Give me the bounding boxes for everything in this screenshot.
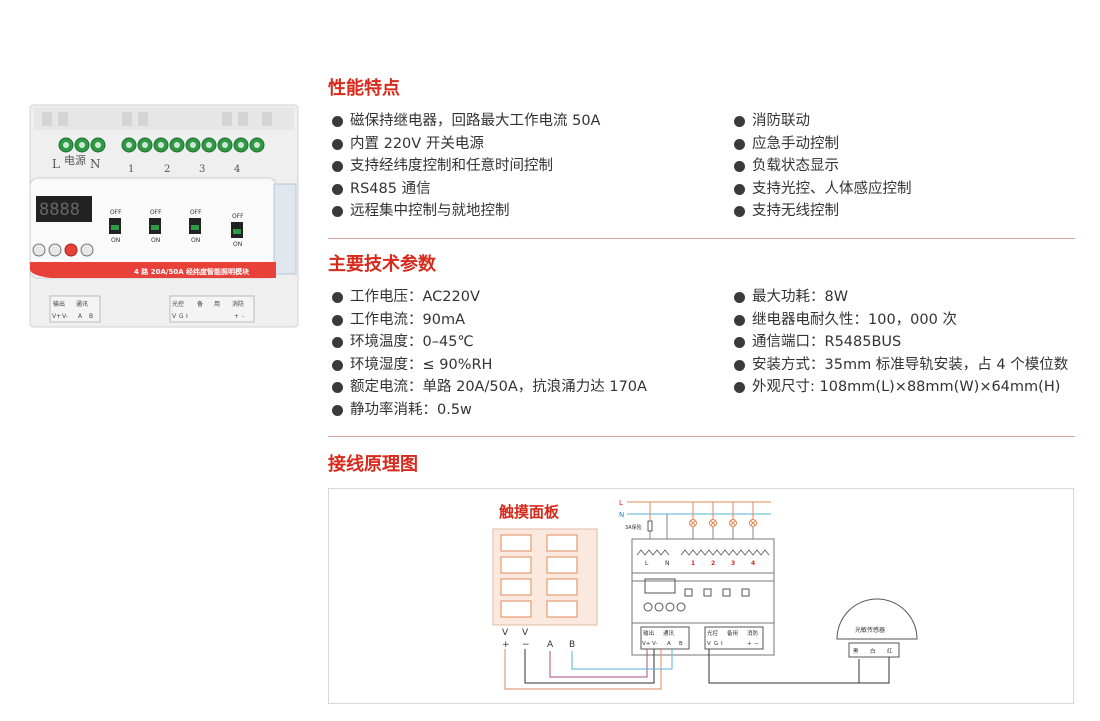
svg-text:V+: V+ bbox=[642, 641, 651, 647]
svg-text:V: V bbox=[172, 313, 177, 320]
svg-text:3: 3 bbox=[199, 164, 205, 175]
device-brand-strip: 4 路 20A/50A 经纬度智能照明模块 bbox=[134, 267, 250, 276]
svg-text:OFF: OFF bbox=[232, 213, 244, 220]
svg-text:3: 3 bbox=[731, 560, 735, 567]
svg-text:A: A bbox=[667, 641, 671, 647]
svg-text:I: I bbox=[186, 313, 188, 320]
svg-text:N: N bbox=[90, 157, 101, 171]
svg-text:N: N bbox=[665, 560, 670, 567]
svg-text:B: B bbox=[679, 641, 683, 647]
specs-right-list: 最大功耗：8W 继电器电耐久性：100，000 次 通信端口：R5485BUS … bbox=[732, 286, 1068, 399]
device-power-label: 电源 bbox=[64, 153, 86, 167]
section-divider bbox=[328, 436, 1075, 437]
svg-text:V: V bbox=[502, 628, 509, 638]
svg-text:A: A bbox=[547, 640, 554, 650]
list-item: 环境湿度：≤ 90%RH bbox=[330, 354, 647, 377]
touch-panel-title: 触摸面板 bbox=[499, 503, 560, 521]
list-item: 支持光控、人体感应控制 bbox=[732, 178, 912, 201]
svg-text:G: G bbox=[714, 641, 718, 647]
wiring-diagram: 触摸面板 V V + − A B L N 3A保险 bbox=[328, 488, 1074, 704]
svg-text:输出: 输出 bbox=[643, 629, 654, 637]
svg-text:ON: ON bbox=[191, 237, 200, 244]
svg-text:光控: 光控 bbox=[707, 629, 719, 637]
svg-text:−: − bbox=[522, 640, 530, 650]
list-item: 额定电流：单路 20A/50A，抗浪涌力达 170A bbox=[330, 376, 647, 399]
svg-text:4: 4 bbox=[234, 164, 240, 175]
svg-text:黑: 黑 bbox=[853, 648, 859, 655]
list-item: 支持经纬度控制和任意时间控制 bbox=[330, 155, 600, 178]
svg-text:L: L bbox=[645, 560, 649, 567]
svg-text:V: V bbox=[707, 641, 711, 647]
features-right-list: 消防联动 应急手动控制 负载状态显示 支持光控、人体感应控制 支持无线控制 bbox=[732, 110, 912, 223]
svg-text:3A保险: 3A保险 bbox=[625, 524, 642, 531]
svg-text:通讯: 通讯 bbox=[663, 629, 675, 637]
svg-text:OFF: OFF bbox=[190, 209, 202, 216]
list-item: RS485 通信 bbox=[330, 178, 600, 201]
svg-text:V-: V- bbox=[62, 313, 68, 320]
specs-title: 主要技术参数 bbox=[328, 254, 436, 275]
svg-text:ON: ON bbox=[151, 237, 160, 244]
list-item: 环境温度：0–45℃ bbox=[330, 331, 647, 354]
device-display: 8888 bbox=[39, 200, 80, 220]
svg-text:L: L bbox=[619, 499, 623, 507]
list-item: 应急手动控制 bbox=[732, 133, 912, 156]
list-item: 继电器电耐久性：100，000 次 bbox=[732, 309, 1068, 332]
list-item: 支持无线控制 bbox=[732, 200, 912, 223]
svg-text:1: 1 bbox=[128, 164, 134, 175]
list-item: 磁保持继电器，回路最大工作电流 50A bbox=[330, 110, 600, 133]
svg-text:V-: V- bbox=[652, 641, 657, 647]
svg-text:白: 白 bbox=[870, 647, 876, 655]
list-item: 远程集中控制与就地控制 bbox=[330, 200, 600, 223]
svg-text:+: + bbox=[502, 640, 510, 650]
list-item: 消防联动 bbox=[732, 110, 912, 133]
wiring-title: 接线原理图 bbox=[328, 454, 418, 475]
list-item: 通信端口：R5485BUS bbox=[732, 331, 1068, 354]
svg-text:消防: 消防 bbox=[747, 629, 759, 637]
svg-text:+: + bbox=[234, 313, 239, 320]
list-item: 内置 220V 开关电源 bbox=[330, 133, 600, 156]
list-item: 最大功耗：8W bbox=[732, 286, 1068, 309]
features-left-list: 磁保持继电器，回路最大工作电流 50A 内置 220V 开关电源 支持经纬度控制… bbox=[330, 110, 600, 223]
svg-text:L: L bbox=[52, 157, 60, 171]
svg-text:B: B bbox=[89, 313, 93, 320]
svg-text:消防: 消防 bbox=[232, 300, 244, 308]
svg-text:1: 1 bbox=[691, 560, 695, 567]
svg-text:I: I bbox=[721, 641, 723, 647]
svg-text:备: 备 bbox=[197, 300, 203, 308]
svg-text:OFF: OFF bbox=[150, 209, 162, 216]
list-item: 安装方式：35mm 标准导轨安装，占 4 个模位数 bbox=[732, 354, 1068, 377]
list-item: 工作电压：AC220V bbox=[330, 286, 647, 309]
svg-text:V: V bbox=[522, 628, 529, 638]
svg-text:4: 4 bbox=[751, 560, 755, 567]
svg-text:备用: 备用 bbox=[727, 629, 738, 637]
svg-text:V+: V+ bbox=[52, 313, 61, 320]
svg-text:红: 红 bbox=[887, 647, 893, 655]
svg-text:-: - bbox=[242, 313, 244, 320]
list-item: 工作电流：90mA bbox=[330, 309, 647, 332]
svg-text:−: − bbox=[754, 641, 759, 647]
svg-text:G: G bbox=[179, 313, 184, 320]
specs-left-list: 工作电压：AC220V 工作电流：90mA 环境温度：0–45℃ 环境湿度：≤ … bbox=[330, 286, 647, 422]
svg-text:+: + bbox=[747, 641, 752, 647]
svg-text:光敏传感器: 光敏传感器 bbox=[855, 626, 885, 634]
svg-text:OFF: OFF bbox=[110, 209, 122, 216]
svg-text:用: 用 bbox=[214, 301, 220, 308]
svg-text:ON: ON bbox=[111, 237, 120, 244]
svg-text:ON: ON bbox=[233, 241, 242, 248]
list-item: 外观尺寸: 108mm(L)×88mm(W)×64mm(H) bbox=[732, 376, 1068, 399]
svg-text:2: 2 bbox=[164, 164, 170, 175]
light-sensor bbox=[836, 598, 918, 640]
svg-text:B: B bbox=[569, 640, 575, 650]
svg-text:通讯: 通讯 bbox=[76, 300, 88, 308]
features-title: 性能特点 bbox=[328, 78, 400, 99]
device-image: 电源 L N 1 2 3 4 8888 OFF OFF OFF OFF ON O… bbox=[22, 100, 302, 330]
svg-text:N: N bbox=[619, 511, 624, 519]
list-item: 负载状态显示 bbox=[732, 155, 912, 178]
svg-text:2: 2 bbox=[711, 560, 715, 567]
svg-text:光控: 光控 bbox=[172, 300, 184, 308]
list-item: 静功率消耗：0.5w bbox=[330, 399, 647, 422]
section-divider bbox=[328, 238, 1075, 239]
svg-text:A: A bbox=[78, 313, 83, 320]
svg-text:输出: 输出 bbox=[53, 300, 65, 308]
